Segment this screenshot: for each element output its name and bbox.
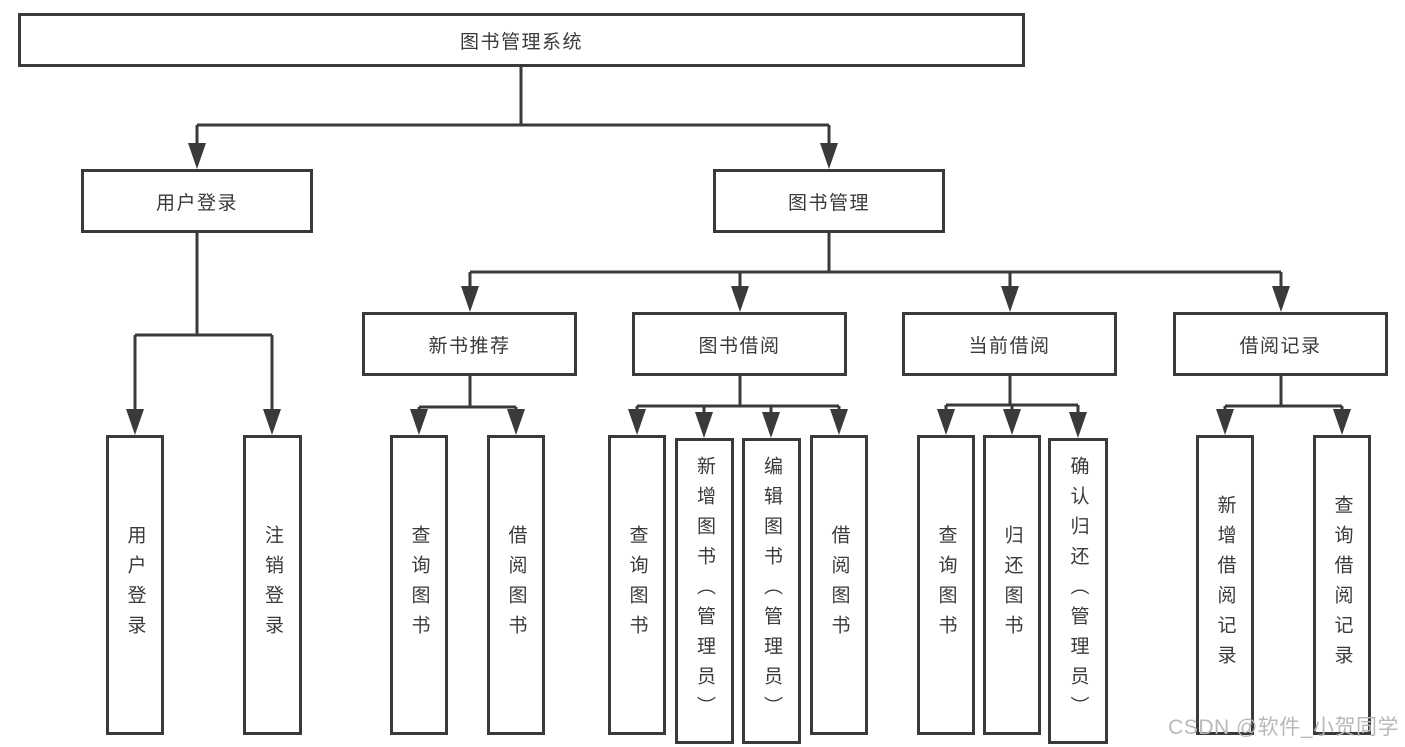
node-new-book-recommend: 新书推荐 [362,312,577,376]
leaf-logout: 注销登录 [243,435,302,735]
leaf-return-book-label: 归还图书 [1001,525,1023,645]
node-book-borrow: 图书借阅 [632,312,847,376]
leaf-rec-query-book-label: 查询图书 [408,525,430,645]
node-root-label: 图书管理系统 [459,31,583,53]
node-user-login-label: 用户登录 [155,192,238,214]
node-book-management: 图书管理 [713,169,945,233]
leaf-edit-book-admin: 编辑图书（管理员） [742,438,801,744]
arrowheads [126,143,1351,438]
leaf-query-borrow-record-label: 查询借阅记录 [1331,495,1353,675]
node-borrow-records-label: 借阅记录 [1239,335,1322,357]
leaf-logout-label: 注销登录 [262,525,283,645]
leaf-borrow-query-book-label: 查询图书 [626,525,648,645]
leaf-rec-query-book: 查询图书 [390,435,448,735]
leaf-user-login-label: 用户登录 [124,525,146,645]
leaf-add-borrow-record-label: 新增借阅记录 [1214,495,1236,675]
leaf-current-query-book-label: 查询图书 [935,525,957,645]
node-borrow-records: 借阅记录 [1173,312,1388,376]
leaf-add-book-admin-label: 新增图书（管理员） [694,456,715,726]
node-book-management-label: 图书管理 [787,192,870,214]
leaf-borrow-borrow-book-label: 借阅图书 [828,525,850,645]
watermark: CSDN @软件_小贺同学 [1168,716,1399,739]
leaf-rec-borrow-book: 借阅图书 [487,435,545,735]
node-current-borrow: 当前借阅 [902,312,1117,376]
leaf-borrow-query-book: 查询图书 [608,435,666,735]
leaf-user-login: 用户登录 [106,435,164,735]
leaf-query-borrow-record: 查询借阅记录 [1313,435,1371,735]
leaf-rec-borrow-book-label: 借阅图书 [505,525,527,645]
leaf-confirm-return-admin: 确认归还（管理员） [1048,438,1108,744]
leaf-add-borrow-record: 新增借阅记录 [1196,435,1254,735]
node-user-login: 用户登录 [81,169,313,233]
leaf-edit-book-admin-label: 编辑图书（管理员） [761,456,782,726]
node-book-borrow-label: 图书借阅 [698,335,781,357]
leaf-confirm-return-admin-label: 确认归还（管理员） [1067,456,1089,726]
leaf-return-book: 归还图书 [983,435,1041,735]
leaf-add-book-admin: 新增图书（管理员） [675,438,734,744]
leaf-borrow-borrow-book: 借阅图书 [810,435,868,735]
node-root: 图书管理系统 [18,13,1025,67]
leaf-current-query-book: 查询图书 [917,435,975,735]
node-current-borrow-label: 当前借阅 [968,335,1051,357]
node-new-book-recommend-label: 新书推荐 [428,335,511,357]
